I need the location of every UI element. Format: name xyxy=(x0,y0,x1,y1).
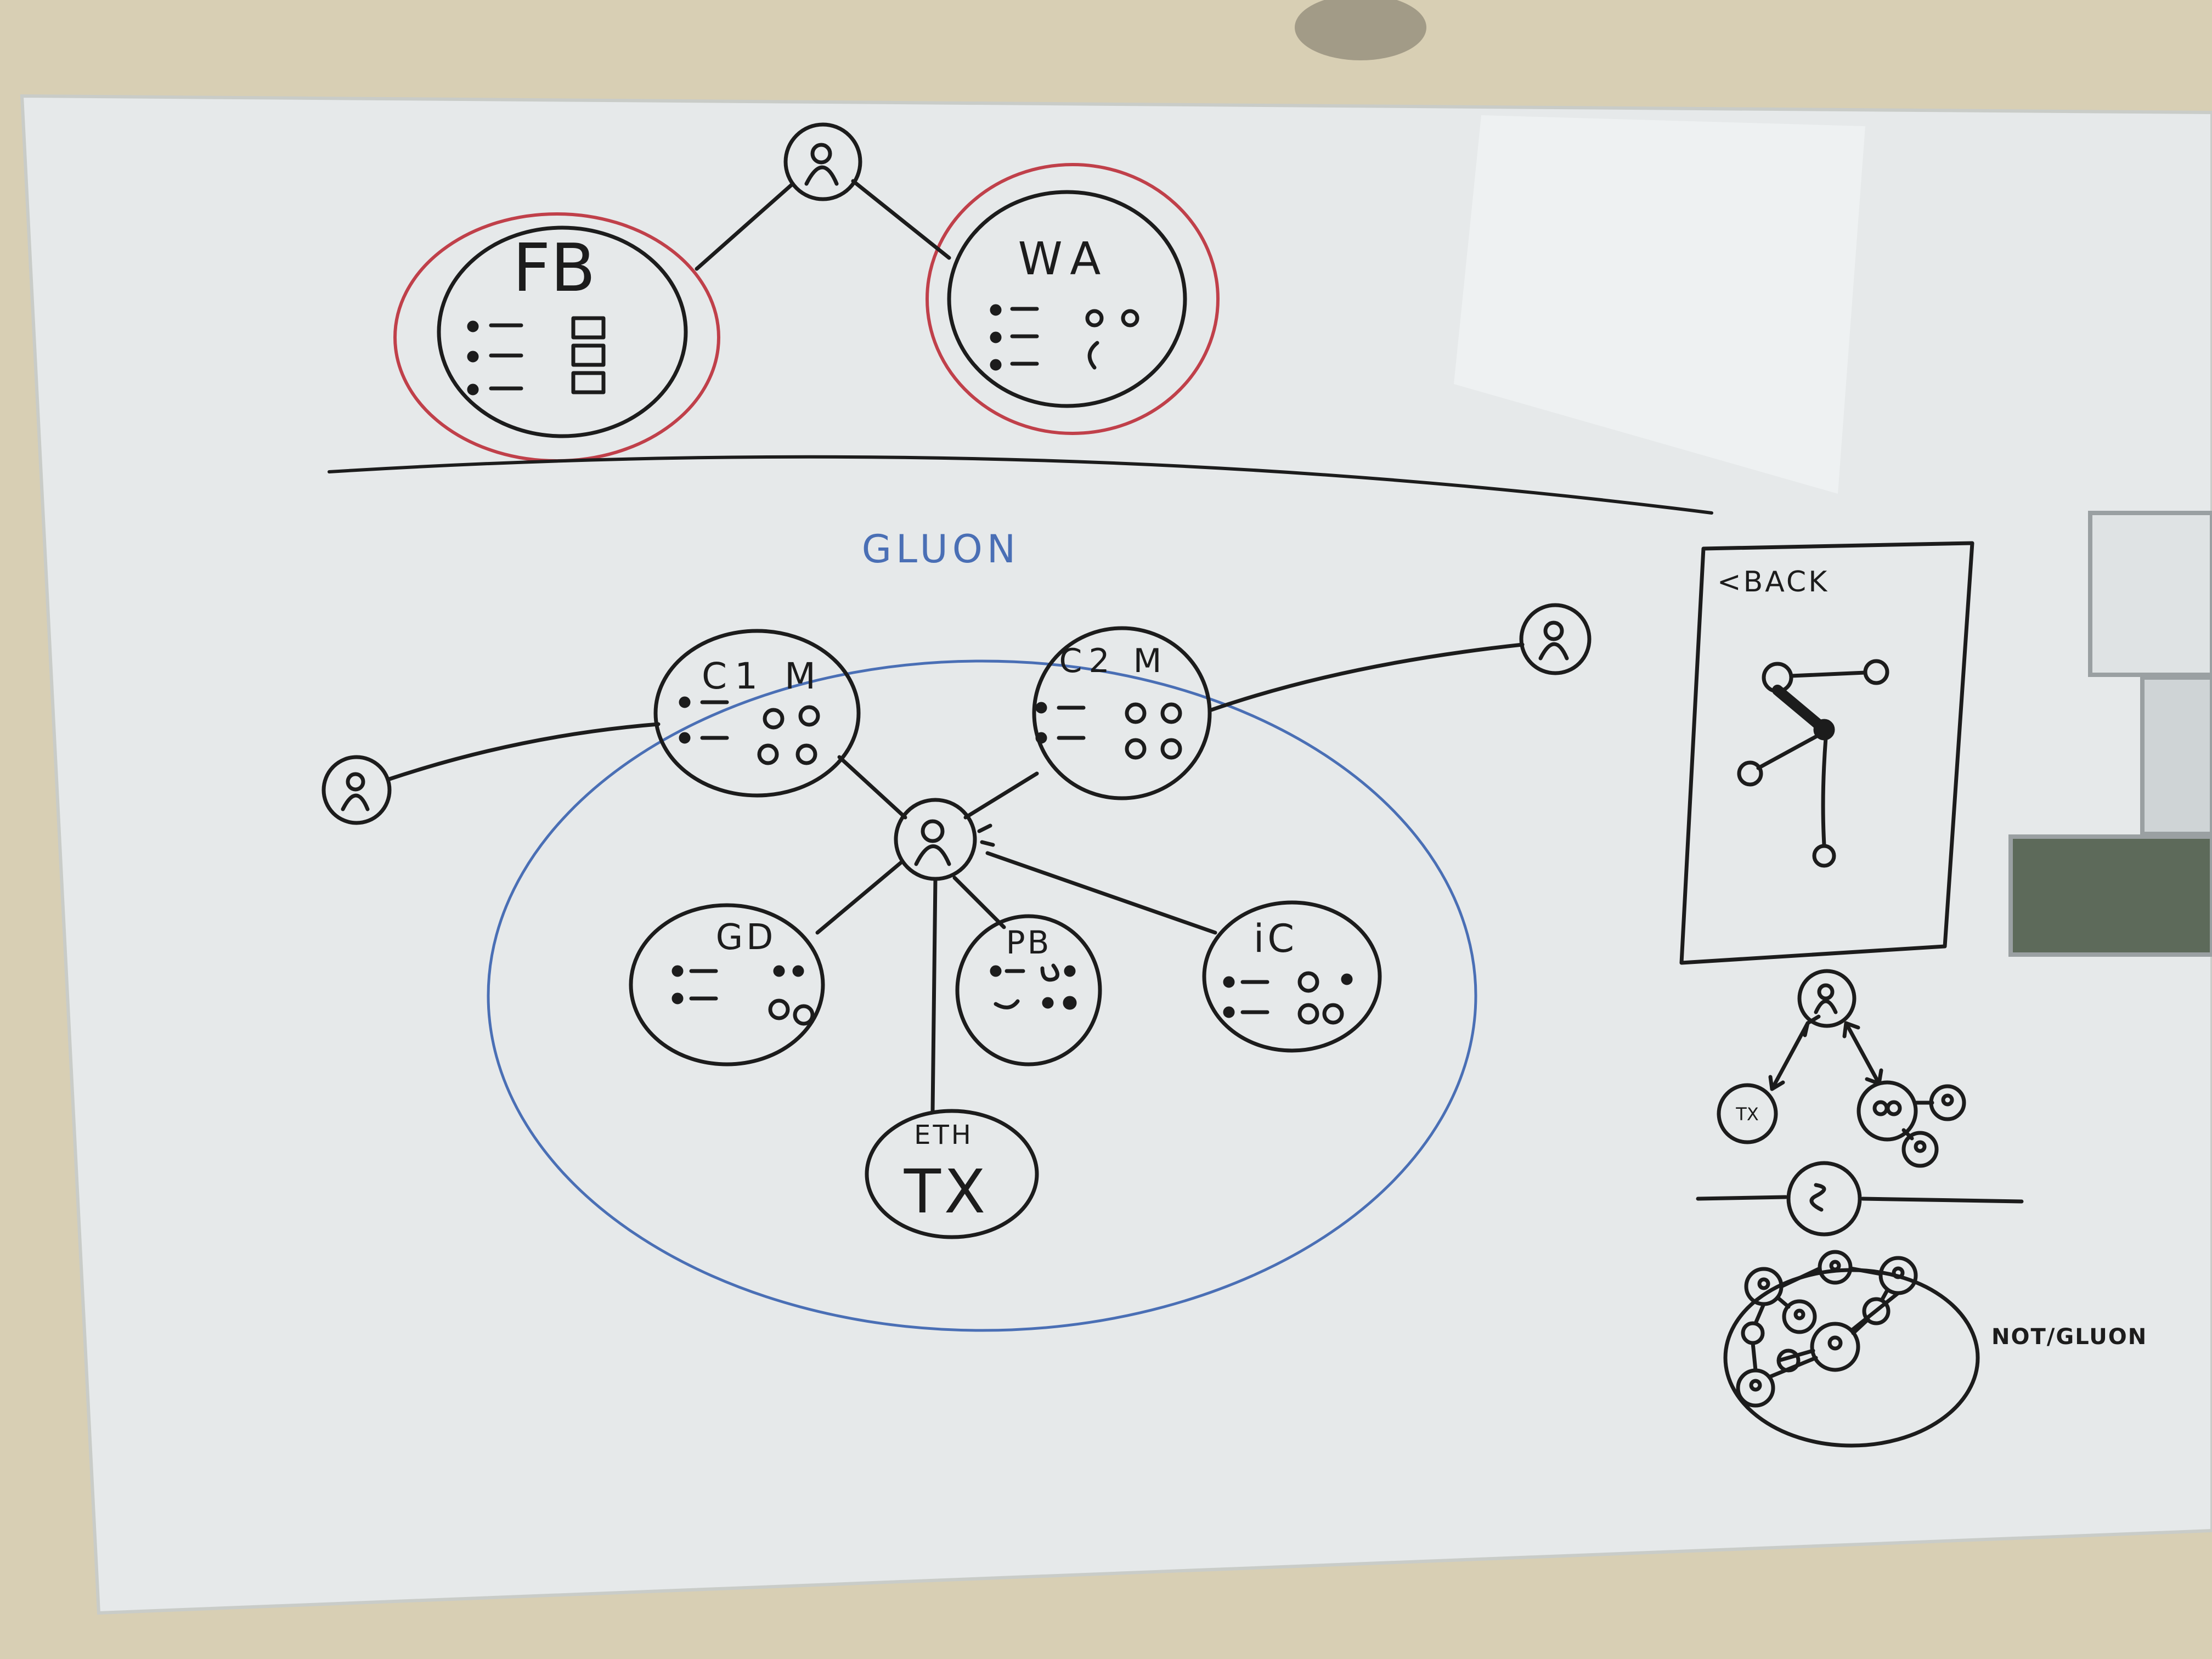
c1m-label: C1 M xyxy=(702,655,823,697)
connector-gluon-pb xyxy=(952,876,1006,929)
c2m-cluster xyxy=(1032,626,1212,800)
gd-list-icon xyxy=(672,965,718,1005)
eth-tx-label: TX xyxy=(904,1156,989,1227)
connector-gluon-c2m xyxy=(963,771,1039,820)
connector-right-person-c2m xyxy=(1207,642,1525,713)
not-gluon-network xyxy=(1723,1250,1980,1448)
wa-red-boundary xyxy=(926,163,1220,435)
c1m-cluster xyxy=(653,629,861,798)
eth-tx-cluster xyxy=(865,1109,1039,1239)
mirror-tile xyxy=(2140,675,2212,836)
c1m-list-icon xyxy=(679,696,729,744)
outer-left-person-icon xyxy=(321,755,392,825)
gluon-title: GLUON xyxy=(862,527,1020,572)
wa-chat-icon xyxy=(1085,309,1139,370)
sidebar-line-node xyxy=(1696,1161,2024,1237)
gluon-boundary xyxy=(487,659,1477,1332)
back-panel-label: <BACK xyxy=(1717,566,1829,599)
wall-shadow xyxy=(1295,0,1426,60)
top-hub-person-icon xyxy=(783,122,862,201)
fb-grid-icon xyxy=(571,316,606,394)
outer-right-person-icon xyxy=(1519,603,1592,675)
small-network xyxy=(1717,969,1966,1168)
gd-cluster xyxy=(629,903,825,1066)
pb-label: PB xyxy=(1006,924,1052,961)
gd-label: GD xyxy=(716,917,777,958)
connector-gluon-ic xyxy=(985,851,1217,935)
c2m-dots-icon xyxy=(1125,702,1182,760)
wa-list-icon xyxy=(990,304,1039,371)
mirror-tile xyxy=(2008,834,2212,957)
eth-small-label: ETH xyxy=(914,1120,973,1150)
connector-gluon-eth xyxy=(930,877,938,1113)
fb-cluster xyxy=(437,225,688,438)
wa-cluster xyxy=(947,190,1187,408)
connector-gluon-gd xyxy=(815,859,905,935)
connector-hub-fb xyxy=(695,182,795,271)
c2m-label: C2 M xyxy=(1059,642,1169,680)
ic-list-icon xyxy=(1223,976,1269,1018)
sidebar-tx-label: TX xyxy=(1735,1104,1758,1125)
connector-left-person-c1m xyxy=(387,722,661,781)
gd-dots-icon xyxy=(768,965,815,1026)
connector-gluon-c1m xyxy=(837,755,907,820)
pb-list-icon xyxy=(990,965,1025,1009)
fb-label: FB xyxy=(512,230,595,307)
c1m-dots-icon xyxy=(757,705,820,765)
back-panel xyxy=(1679,541,1974,965)
ic-dots-icon xyxy=(1297,971,1353,1025)
whiteboard-glare xyxy=(1454,115,1865,494)
back-panel-graph xyxy=(1737,659,1889,868)
section-divider xyxy=(328,455,1713,515)
fb-list-icon xyxy=(467,320,523,396)
pb-cluster xyxy=(955,914,1102,1066)
whiteboard-surface xyxy=(20,94,2212,1615)
c2m-list-icon xyxy=(1035,702,1086,744)
connector-hub-wa xyxy=(851,179,951,260)
mirror-tile xyxy=(2088,511,2212,677)
pb-dots-icon xyxy=(1040,963,1077,1010)
not-gluon-label: NOT/GLUON xyxy=(1991,1324,2147,1350)
ic-label: iC xyxy=(1254,916,1297,961)
wa-label: WA xyxy=(1018,233,1111,285)
ic-cluster xyxy=(1202,900,1382,1053)
